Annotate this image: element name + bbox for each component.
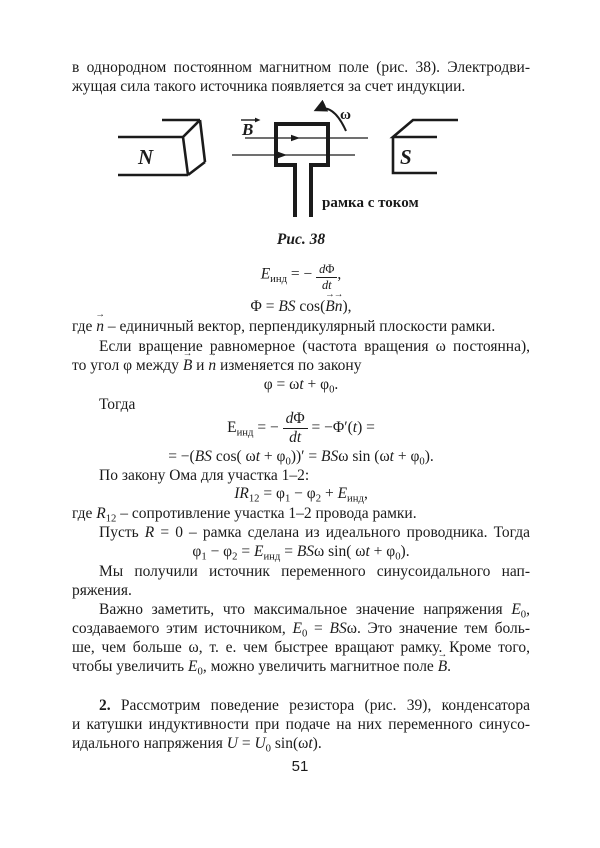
formula-phi-law: φ = ωt + φ0. [263,376,339,396]
figure-38-diagram: N S B ω [118,100,458,217]
formula-e-ind-result: = −(BS cos( ωt + φ0))′ = BSω sin (ωt + φ… [168,448,434,468]
text-line-togda: Тогда [99,396,136,413]
omega-label: ω [340,107,351,123]
text-line-where-r: где R12 – сопротивление участка 1–2 пров… [72,505,417,525]
n-magnet-label: N [137,145,154,169]
b-vector-arrowhead [255,117,261,123]
s-magnet-label: S [400,145,412,169]
text-line-my-1: Мы получили источник переменного синусои… [99,563,530,580]
formula-voltage: φ1 − φ2 = Eинд = BSω sin( ωt + φ0). [192,543,410,563]
text-line-p2-2: и катушки индуктивности при подаче на ни… [72,716,530,733]
field-arrowhead-bottom [278,151,287,159]
current-frame [274,122,330,217]
text-line-intro-2: жущая сила такого источника появляется з… [72,78,466,95]
omega-rotation-arrow [313,100,347,132]
text-line-intro-1: в однородном постоянном магнитном поле (… [72,59,530,76]
text-line-pust: Пусть R = 0 – рамка сделана из идеальног… [99,524,530,541]
text-line-p2-1: 2. Рассмотрим поведение резистора (рис. … [99,697,530,714]
text-line-ohm-law: По закону Ома для участка 1–2: [99,467,310,484]
text-line-where-n: где n – единичный вектор, перпендикулярн… [72,317,530,336]
text-line-vazhno-1: Важно заметить, что максимальное значени… [99,601,530,621]
text-line-my-2: ряжения. [72,582,132,599]
s-magnet [389,118,458,175]
text-line-vazhno-2: создаваемого этим источником, E0 = BSω. … [72,620,530,640]
frame-with-current-label: рамка с током [322,195,419,211]
text-line-vazhno-4: чтобы увеличить E0, можно увеличить магн… [72,657,530,677]
figure-caption: Рис. 38 [276,231,326,248]
page-number: 51 [291,758,309,775]
formula-ohm: IR12 = φ1 − φ2 + Eинд, [234,485,368,505]
text-line-to-ugol: то угол φ между B и n изменяется по зако… [72,356,530,375]
text-line-esli: Если вращение равномерное (частота враще… [99,338,530,355]
formula-flux: Φ = BS cos(Bn), [72,297,530,316]
text-line-p2-3: идального напряжения U = U0 sin(ωt). [72,735,322,755]
text-line-vazhno-3: ше, чем больше ω, т. е. чем быстрее вращ… [72,639,530,656]
b-vector-label: B [241,120,253,139]
n-magnet [118,118,207,177]
field-arrowhead-top [291,134,300,142]
